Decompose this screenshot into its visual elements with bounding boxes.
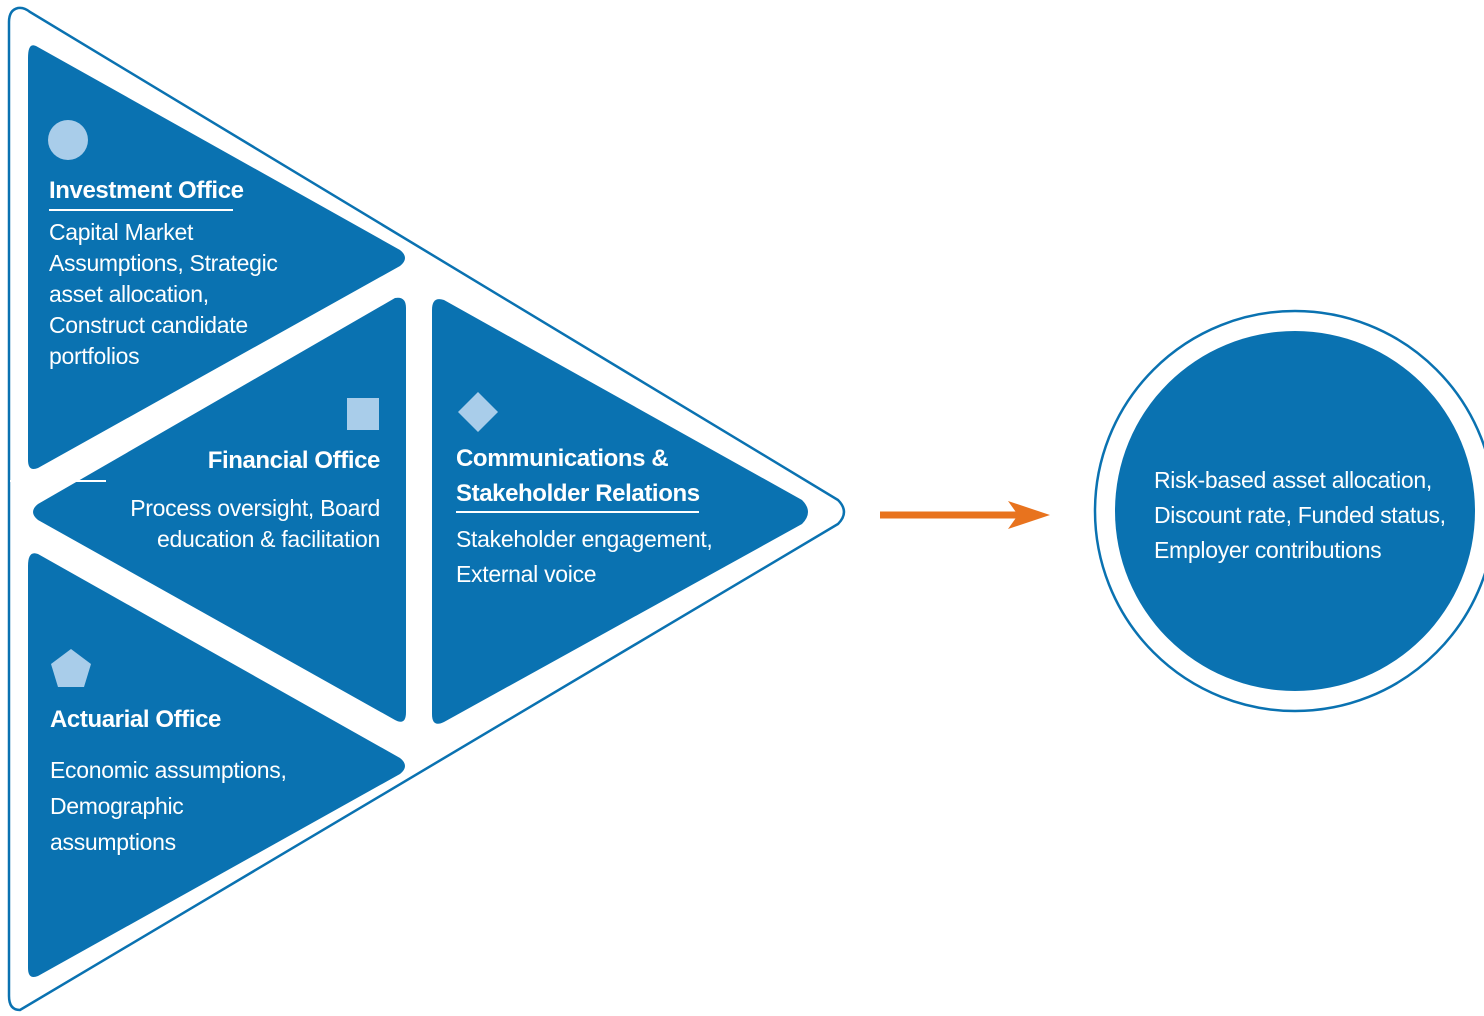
financial-panel [33,297,406,722]
investment-body-line: asset allocation, [49,281,209,307]
actuarial-body-line: Demographic [50,793,184,819]
investment-body-line: portfolios [49,343,140,369]
financial-body-line: education & facilitation [157,526,380,552]
communications-title-line: Communications & [456,445,669,472]
communications-body-line: External voice [456,561,597,587]
square-icon [347,398,379,430]
investment-office-title: Investment Office [49,177,244,204]
circle-icon [48,120,88,160]
pentagon-icon [51,649,91,687]
investment-body-line: Capital Market [49,219,194,245]
outer-triangle-outline [7,6,846,1012]
outcome-text: Risk-based asset allocation, Discount ra… [1154,463,1446,568]
investment-title-rule [49,209,233,211]
outcome-circle-ring [1093,309,1484,713]
actuarial-panel [28,553,405,977]
financial-office-body: Process oversight, Board education & fac… [130,493,380,555]
investment-body-line: Construct candidate [49,312,248,338]
communications-body: Stakeholder engagement, External voice [456,522,713,592]
outcome-line: Discount rate, Funded status, [1154,502,1446,528]
outcome-line: Employer contributions [1154,537,1382,563]
actuarial-office-body: Economic assumptions, Demographic assump… [50,752,287,860]
communications-title-rule [456,511,699,513]
financial-body-line: Process oversight, Board [130,495,380,521]
communications-title-line: Stakeholder Relations [456,480,700,507]
communications-title: Communications & Stakeholder Relations [456,441,700,511]
actuarial-body-line: Economic assumptions, [50,757,287,783]
arrow-right-icon [880,501,1050,529]
diamond-icon [458,392,498,432]
actuarial-office-title: Actuarial Office [50,706,221,733]
investment-body-line: Assumptions, Strategic [49,250,278,276]
investment-office-body: Capital Market Assumptions, Strategic as… [49,217,278,372]
financial-office-title: Financial Office [207,447,381,474]
outcome-line: Risk-based asset allocation, [1154,467,1432,493]
actuarial-body-line: assumptions [50,829,176,855]
outcome-circle [1115,331,1475,691]
investment-panel [28,45,405,469]
communications-body-line: Stakeholder engagement, [456,526,713,552]
